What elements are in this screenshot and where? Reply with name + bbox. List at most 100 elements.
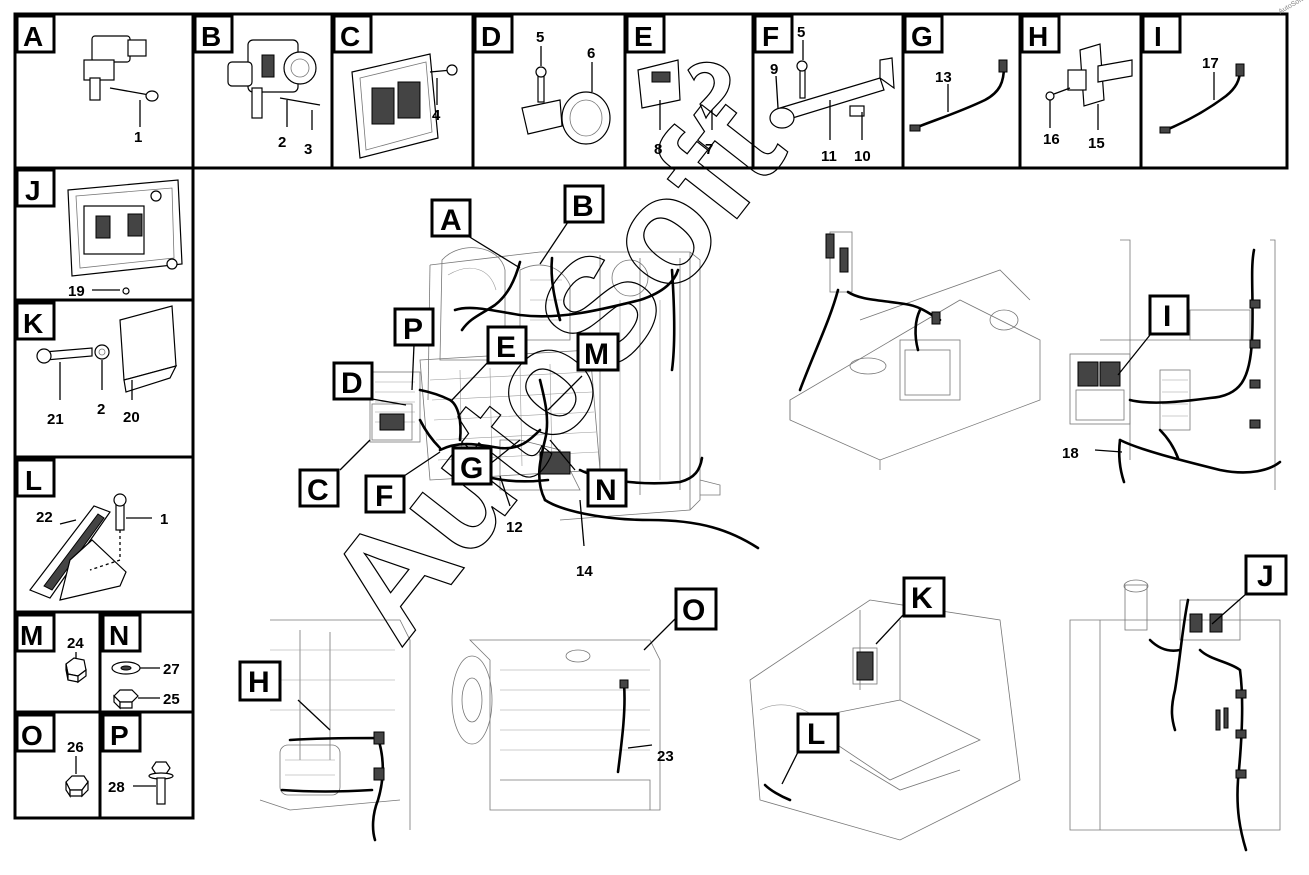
right-side-panel-illustration — [1069, 239, 1282, 490]
callout-p-letter: P — [403, 313, 423, 346]
part-number-7: 7 — [705, 141, 713, 158]
engine-side-view-illustration — [451, 639, 661, 811]
part-number-1-l: 1 — [160, 511, 168, 528]
panel-i: I 17 — [1141, 14, 1245, 134]
pressure-sensor-icon — [83, 35, 159, 102]
panel-a-letter: A — [23, 21, 43, 52]
callout-f: F — [364, 474, 406, 514]
callout-k-letter: K — [911, 582, 933, 615]
panel-o: O 26 — [15, 713, 89, 798]
callout-c: C — [298, 468, 340, 508]
part-number-25: 25 — [163, 691, 180, 708]
callout-a-letter: A — [440, 204, 462, 237]
callout-l-letter: L — [807, 718, 825, 751]
panel-p-letter: P — [110, 720, 129, 751]
panel-l: L 22 1 — [15, 458, 168, 601]
panel-m: M 24 — [15, 613, 87, 684]
callout-b: B — [563, 184, 605, 224]
panel-f-letter: F — [762, 21, 779, 52]
callout-n: N — [586, 468, 628, 508]
part-number-10: 10 — [854, 148, 871, 165]
part-number-12: 12 — [506, 519, 523, 536]
cover-with-bolt-icon — [36, 305, 178, 393]
tie-strap-icon — [637, 59, 731, 120]
callout-d: D — [332, 361, 374, 401]
part-number-5: 5 — [536, 29, 544, 46]
radiator-view-illustration — [259, 619, 411, 842]
callout-d-letter: D — [341, 367, 363, 400]
part-number-23: 23 — [657, 748, 674, 765]
panel-n-letter: N — [109, 620, 129, 651]
nut-icon — [65, 775, 89, 798]
callout-j-letter: J — [1257, 560, 1274, 593]
panel-l-letter: L — [25, 465, 42, 496]
panel-d-letter: D — [481, 21, 501, 52]
callout-h: H — [238, 660, 282, 702]
callout-n-letter: N — [595, 474, 617, 507]
panel-j-letter: J — [25, 175, 41, 206]
callout-l: L — [796, 712, 840, 754]
tank-assembly-illustration — [789, 231, 1041, 470]
part-number-14: 14 — [576, 563, 593, 580]
part-number-27: 27 — [163, 661, 180, 678]
right-rear-panel-illustration — [1069, 579, 1281, 852]
panel-m-letter: M — [20, 620, 43, 651]
panel-f: F 5 9 11 10 — [753, 14, 895, 165]
part-number-17: 17 — [1202, 55, 1219, 72]
callout-h-letter: H — [248, 666, 270, 699]
left-parts-column-frame — [13, 166, 195, 820]
callout-i: I — [1148, 294, 1190, 336]
wiring-lead-icon — [1159, 63, 1245, 134]
mounting-block-icon — [1045, 43, 1133, 107]
part-number-4: 4 — [432, 107, 441, 124]
part-number-6: 6 — [587, 45, 595, 62]
panel-a: A 1 — [15, 14, 159, 146]
ecu-module-icon — [351, 53, 458, 159]
part-number-8: 8 — [654, 141, 662, 158]
module-with-bracket-icon — [67, 179, 183, 295]
washer-and-nut-icon — [111, 661, 141, 710]
panel-j: J 19 — [15, 168, 183, 300]
panel-e: E 8 7 — [625, 14, 731, 158]
engine-assembly-illustration — [369, 247, 760, 550]
panel-d: D 5 6 — [473, 14, 611, 145]
panel-h-letter: H — [1028, 21, 1048, 52]
callout-m-letter: M — [584, 338, 609, 371]
top-parts-row-frame — [13, 12, 1289, 170]
bracket-with-clamp-icon — [769, 57, 895, 129]
callout-p: P — [393, 307, 435, 347]
callout-leaders — [297, 221, 1247, 785]
corner-watermark: AutoSoft — [1278, 0, 1305, 16]
callout-i-letter: I — [1163, 300, 1171, 333]
callout-e: E — [486, 325, 528, 365]
map-sensor-icon — [227, 39, 321, 119]
part-number-20: 20 — [123, 409, 140, 426]
cable-clamp-icon — [521, 66, 611, 145]
part-number-2-k: 2 — [97, 401, 105, 418]
panel-g: G 13 — [903, 14, 1008, 132]
panel-p: P 28 — [101, 713, 174, 805]
nut-icon — [65, 657, 87, 684]
panel-n: N 27 25 — [101, 613, 180, 710]
panel-c: C 4 — [332, 14, 458, 159]
part-number-26: 26 — [67, 739, 84, 756]
part-number-15: 15 — [1088, 135, 1105, 152]
panel-b-letter: B — [201, 21, 221, 52]
callout-k: K — [902, 576, 946, 618]
panel-i-letter: I — [1154, 21, 1162, 52]
part-number-5-f: 5 — [797, 24, 805, 41]
part-number-9: 9 — [770, 61, 778, 78]
wiring-lead-icon — [909, 59, 1008, 132]
cab-floor-illustration — [749, 599, 1021, 841]
accelerator-pedal-icon — [29, 493, 127, 601]
callout-o: O — [674, 587, 718, 631]
callout-c-letter: C — [307, 474, 329, 507]
panel-o-letter: O — [21, 720, 43, 751]
part-number-3: 3 — [304, 141, 312, 158]
callout-g-letter: G — [460, 452, 483, 485]
flange-bolt-icon — [148, 761, 174, 805]
part-number-19: 19 — [68, 283, 85, 300]
panel-h: H 16 15 — [1020, 14, 1133, 152]
callout-j: J — [1244, 554, 1288, 596]
